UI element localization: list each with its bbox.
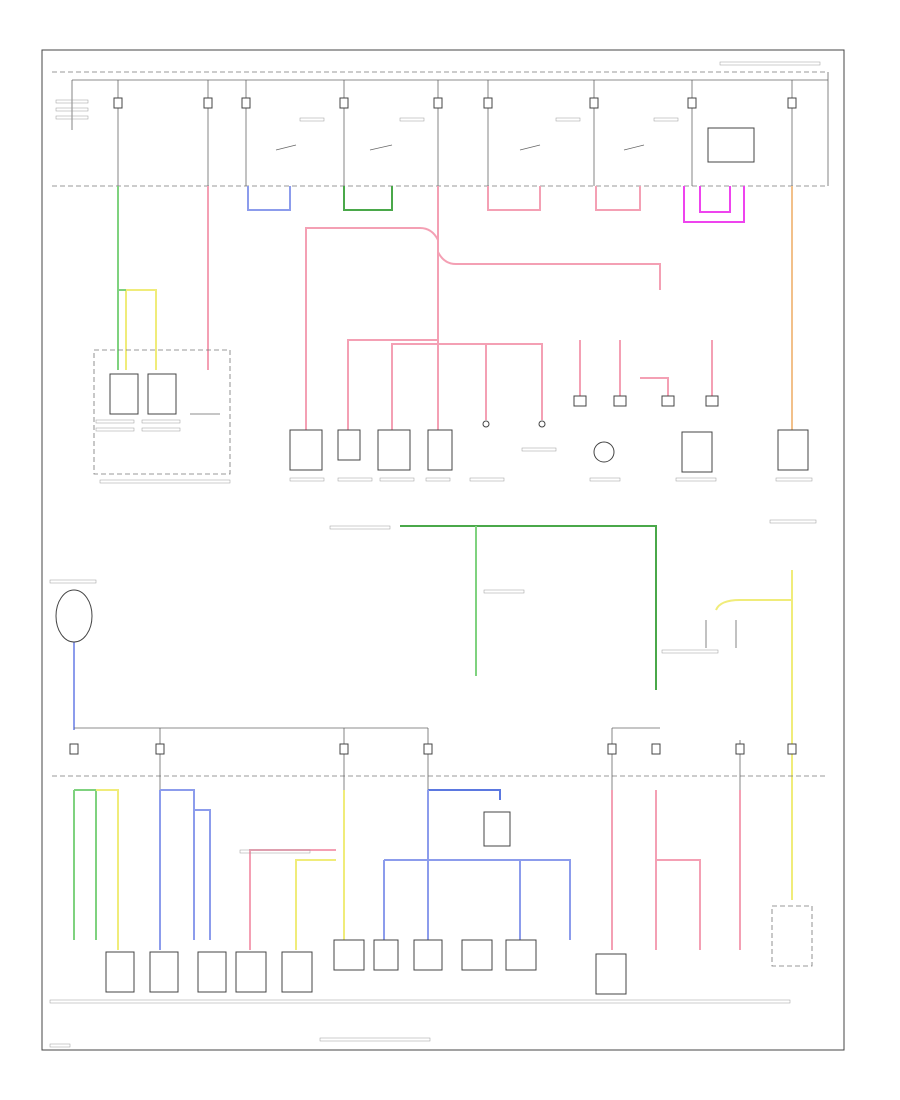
bottom-components [105,811,813,995]
bottom-power-distribution-center [52,727,828,790]
top-power-distribution-center [52,61,829,187]
diagram-frame [41,49,845,1051]
bottom-wiring [73,789,741,950]
label-marks [49,419,817,1048]
right-top-switches [573,186,809,473]
center-pink-distribution [289,186,661,471]
left-relay-block [93,186,231,484]
middle-wiring [55,525,793,900]
top-pdc-outputs [247,186,745,223]
